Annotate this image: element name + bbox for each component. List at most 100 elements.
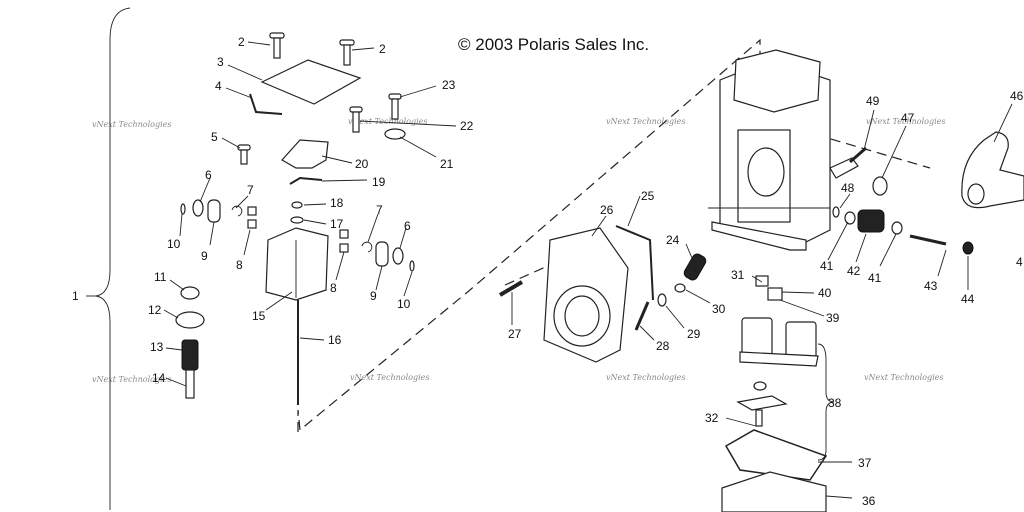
carburetor-body (708, 49, 831, 251)
copyright-text: © 2003 Polaris Sales Inc. (458, 35, 649, 54)
watermark: vNext Technologies (350, 373, 429, 382)
callout-label: 7 (376, 203, 383, 217)
float-bowl (721, 471, 827, 512)
callout-label: 8 (236, 258, 243, 272)
callout-label: 3 (217, 55, 224, 69)
washer-part (392, 247, 404, 265)
callout-label: 14 (152, 371, 166, 385)
callout-label: 13 (150, 340, 164, 354)
screw-part (237, 144, 251, 165)
watermarks: vNext Technologies vNext Technologies vN… (92, 117, 945, 384)
screw-part (909, 234, 947, 246)
plunger-part (872, 176, 888, 196)
small-part (247, 219, 257, 229)
o-ring-part (290, 216, 304, 224)
small-part (339, 229, 349, 239)
callout-label: 26 (600, 203, 614, 217)
plug-part (962, 241, 974, 255)
spring-part (857, 209, 885, 233)
callout-label: 37 (858, 456, 872, 470)
callout-label: 23 (442, 78, 456, 92)
fitting-part (767, 287, 783, 301)
screw-part (349, 106, 363, 133)
small-part (180, 203, 186, 215)
callout-label: 22 (460, 119, 474, 133)
leader-lines (163, 41, 1013, 499)
callout-label: 42 (847, 264, 861, 278)
o-ring-part (657, 293, 667, 307)
callout-label: 7 (247, 183, 254, 197)
lever-part (961, 131, 1024, 209)
callout-label: 2 (379, 42, 386, 56)
gasket-part (249, 93, 283, 115)
callout-label: 12 (148, 303, 162, 317)
screw-part (388, 93, 402, 120)
callout-label: 4 (1016, 255, 1023, 269)
spring-part (181, 339, 199, 399)
callout-label: 43 (924, 279, 938, 293)
callout-label: 40 (818, 286, 832, 300)
callout-label: 6 (205, 168, 212, 182)
callout-label: 2 (238, 35, 245, 49)
float-valve (736, 381, 788, 427)
bowl-gasket (724, 429, 828, 481)
callout-label: 47 (901, 111, 915, 125)
callout-label: 41 (820, 259, 834, 273)
clip-part (289, 176, 323, 185)
fitting-part (829, 146, 867, 179)
watermark: vNext Technologies (606, 373, 685, 382)
screw-part (498, 280, 524, 297)
plate-part (207, 199, 221, 223)
assembly-dashed-line (297, 38, 761, 432)
assembly-brace (95, 7, 131, 510)
callout-label: 48 (841, 181, 855, 195)
callout-label: 18 (330, 196, 344, 210)
throttle-slide (265, 227, 329, 301)
callout-label: 8 (330, 281, 337, 295)
cover-plate (260, 59, 362, 105)
callout-labels: 1 2 2 3 4 5 6 6 7 7 8 8 9 9 10 10 11 12 … (72, 35, 1024, 508)
callout-label: 10 (397, 297, 411, 311)
callout-label: 16 (328, 333, 342, 347)
callout-label: 41 (868, 271, 882, 285)
clip-part (361, 241, 373, 253)
callout-label: 38 (828, 396, 842, 410)
callout-label: 28 (656, 339, 670, 353)
float-brace (817, 343, 835, 461)
callout-label: 20 (355, 157, 369, 171)
callout-label: 1 (72, 289, 79, 303)
bracket-part (281, 139, 329, 169)
watermark: vNext Technologies (606, 117, 685, 126)
assembly-dashed-line (504, 264, 551, 286)
watermark: vNext Technologies (864, 373, 943, 382)
pin-part (634, 301, 650, 331)
small-part (247, 206, 257, 216)
screw-part (269, 32, 285, 59)
cap-part (180, 286, 200, 300)
washer-part (844, 211, 856, 225)
clip-part (231, 205, 243, 217)
callout-label: 9 (201, 249, 208, 263)
callout-label: 4 (215, 79, 222, 93)
callout-label: 36 (862, 494, 876, 508)
callout-label: 39 (826, 311, 840, 325)
spring-part (683, 253, 707, 281)
callout-label: 31 (731, 268, 745, 282)
small-part (339, 243, 349, 253)
callout-label: 5 (211, 130, 218, 144)
callout-label: 30 (712, 302, 726, 316)
float-assembly (739, 317, 819, 367)
washer-part (192, 199, 204, 217)
nut-part (175, 311, 205, 329)
watermark: vNext Technologies (92, 375, 171, 384)
watermark: vNext Technologies (866, 117, 945, 126)
callout-label: 9 (370, 289, 377, 303)
watermark: vNext Technologies (92, 120, 171, 129)
washer-part (674, 283, 686, 293)
callout-label: 44 (961, 292, 975, 306)
screw-part (339, 39, 355, 66)
callout-label: 32 (705, 411, 719, 425)
callout-label: 6 (404, 219, 411, 233)
intake-flange (543, 227, 629, 363)
